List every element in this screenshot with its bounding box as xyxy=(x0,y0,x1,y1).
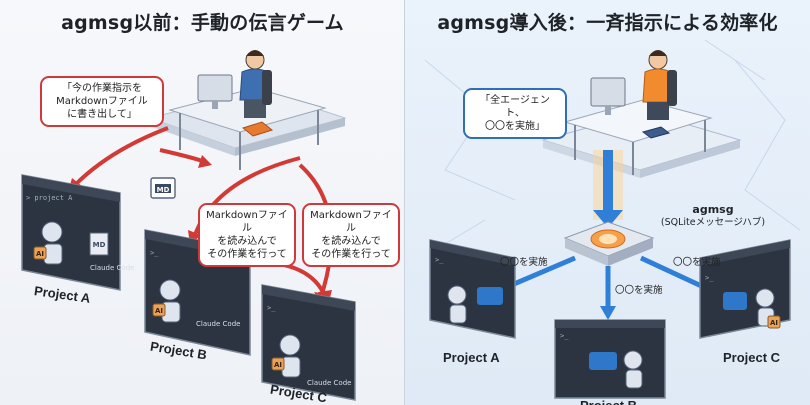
desk xyxy=(563,99,713,143)
project-b-label: Project B xyxy=(580,398,637,405)
bubble-line: Markdownファイル xyxy=(206,210,288,234)
after-panel: agmsg導入後：一斉指示による効率化 xyxy=(405,0,810,405)
read-file-bubble-b: Markdownファイル を読み込んで その作業を行って xyxy=(198,203,296,267)
svg-text:MD: MD xyxy=(93,241,106,249)
monitor xyxy=(197,74,233,102)
before-illustration: MD > project A MD AI Claude Code >_ xyxy=(21,50,356,401)
bubble-line: その作業を行って xyxy=(207,249,287,260)
agmsg-hub xyxy=(563,221,655,266)
project-c-window: >_ AI xyxy=(699,239,791,339)
bubble-line: に書き出して」 xyxy=(67,109,137,120)
arrow-to-project-c xyxy=(639,255,712,293)
arrow-label-b: 〇〇を実施 xyxy=(615,285,663,296)
svg-text:AI: AI xyxy=(155,307,163,315)
svg-text:>_: >_ xyxy=(560,332,569,340)
before-title: agmsg以前：手動の伝言ゲーム xyxy=(61,12,344,34)
svg-text:>_: >_ xyxy=(705,274,714,282)
bubble-line: を読み込んで xyxy=(321,236,381,247)
read-file-bubble-c: Markdownファイル を読み込んで その作業を行って xyxy=(302,203,400,267)
svg-text:> project A: > project A xyxy=(26,194,73,202)
arrow-to-project-a xyxy=(73,126,169,187)
bubble-line: 「今の作業指示を xyxy=(62,83,142,94)
before-panel: agmsg以前：手動の伝言ゲーム xyxy=(0,0,405,405)
notebook xyxy=(241,121,274,137)
hub-subtitle: (SQLiteメッセージハブ) xyxy=(660,217,766,228)
bubble-line: 〇〇を実施」 xyxy=(485,121,545,132)
monitor xyxy=(590,77,626,107)
project-b-window: >_ xyxy=(554,319,666,399)
arrow-label-a: 〇〇を実施 xyxy=(500,257,548,268)
after-title: agmsg導入後：一斉指示による効率化 xyxy=(437,12,778,34)
svg-text:>_: >_ xyxy=(435,256,444,264)
bubble-line: その作業を行って xyxy=(311,249,391,260)
project-c-window: >_ AI Claude Code xyxy=(261,284,356,401)
bubble-line: Markdownファイル xyxy=(56,96,148,107)
svg-text:MD: MD xyxy=(157,186,170,194)
instruction-bubble: 「今の作業指示を Markdownファイル に書き出して」 xyxy=(40,76,164,127)
svg-text:>_: >_ xyxy=(150,249,159,257)
bubble-line: 「全エージェント、 xyxy=(480,95,550,119)
bubble-line: を読み込んで xyxy=(217,236,277,247)
broadcast-bubble: 「全エージェント、 〇〇を実施」 xyxy=(463,88,567,139)
project-c-label: Project C xyxy=(723,350,781,365)
arrow-label-c: 〇〇を実施 xyxy=(673,257,721,268)
bubble-line: Markdownファイル xyxy=(310,210,392,234)
svg-text:Claude Code: Claude Code xyxy=(90,264,134,272)
hub-name: agmsg xyxy=(692,203,734,216)
project-a-window: >_ xyxy=(429,239,516,339)
hub-label: agmsg (SQLiteメッセージハブ) xyxy=(653,203,773,229)
project-a-window: > project A MD AI Claude Code xyxy=(21,174,134,291)
project-a-label: Project A xyxy=(443,350,500,365)
svg-text:AI: AI xyxy=(36,250,44,258)
svg-text:AI: AI xyxy=(770,319,778,327)
arrow-from-desk xyxy=(159,148,206,164)
notebook xyxy=(641,126,671,139)
svg-text:Claude Code: Claude Code xyxy=(307,379,351,387)
svg-text:AI: AI xyxy=(274,361,282,369)
svg-text:Claude Code: Claude Code xyxy=(196,320,240,328)
after-illustration: >_ >_ >_ xyxy=(424,39,801,399)
svg-text:>_: >_ xyxy=(267,304,276,312)
